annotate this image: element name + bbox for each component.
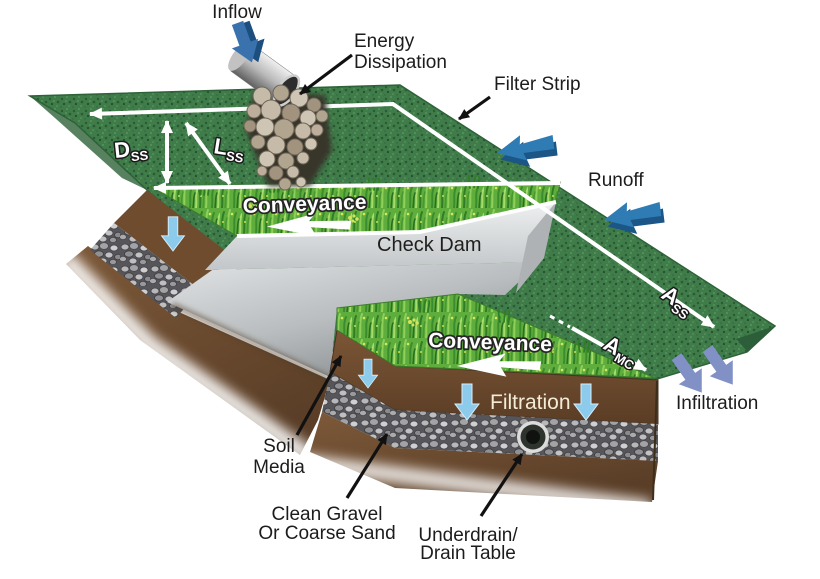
- length-dimension-line: [184, 121, 232, 186]
- gravel-layer: [322, 372, 658, 461]
- filtration-label: Filtration: [490, 391, 571, 414]
- side-slope-dimension-line: [89, 101, 716, 329]
- block-bottom-fade: [298, 454, 652, 516]
- main-channel-dimension-line: [571, 326, 647, 372]
- check-dam-label: Check Dam: [377, 234, 481, 256]
- runoff-label: Runoff: [588, 170, 644, 191]
- rock-pile: [243, 84, 329, 191]
- underdrain-label-line2: Drain Table: [420, 543, 516, 564]
- soil-media-label-line1: Soil: [263, 436, 295, 457]
- soil-media-leader-arrow: [295, 355, 343, 436]
- toe-dimension-line: [153, 181, 561, 194]
- dam-rear-edge-line: [236, 200, 557, 238]
- depth-dimension-label: DSS: [113, 135, 149, 166]
- lower-channel-grass: [336, 293, 656, 379]
- energy-dissipation-label-line2: Dissipation: [354, 52, 447, 73]
- conveyance-lower-label: Conveyance: [428, 329, 552, 356]
- amc-lead-dashes: [549, 314, 571, 329]
- right-tip-fold: [736, 326, 775, 352]
- conveyance-upper-label: Conveyance: [242, 191, 366, 218]
- infiltration-label: Infiltration: [676, 393, 758, 414]
- inflow-label: Inflow: [212, 2, 262, 23]
- clean-gravel-label-line2: Or Coarse Sand: [258, 523, 395, 544]
- filter-strip-label: Filter Strip: [494, 74, 581, 95]
- underdrain-leader-arrow: [479, 453, 524, 517]
- underdrain-pipe: [517, 421, 549, 453]
- clean-gravel-leader-arrow: [345, 433, 389, 499]
- underdrain-label-line1: Underdrain/: [418, 525, 518, 546]
- energy-dissipation-label-line1: Energy: [354, 31, 415, 52]
- block-right-edge: [652, 380, 658, 501]
- energy-dissipation-leader-arrow: [299, 53, 353, 96]
- filter-strip-leader-arrow: [458, 95, 491, 121]
- length-dimension-label: LSS: [212, 133, 247, 166]
- clean-gravel-label-line1: Clean Gravel: [272, 504, 383, 525]
- soil-media-label-line2: Media: [253, 457, 305, 478]
